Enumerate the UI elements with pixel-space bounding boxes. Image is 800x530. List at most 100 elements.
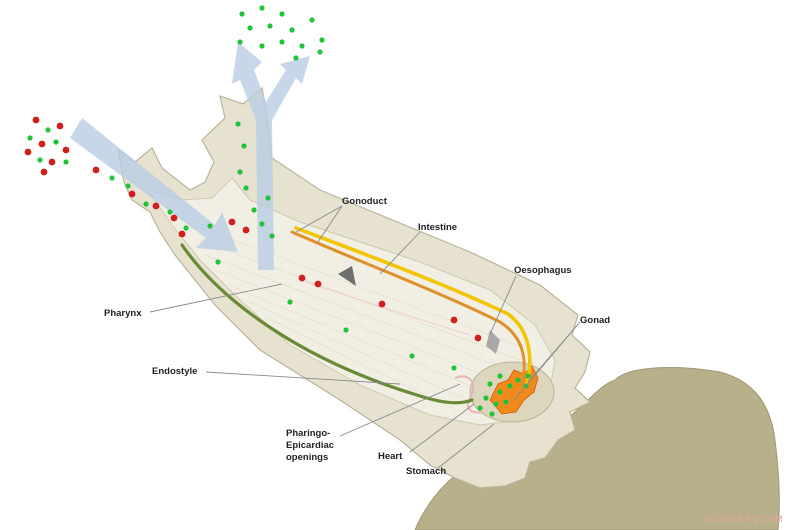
green-particle-65 (515, 377, 521, 383)
heart (454, 375, 483, 414)
endostyle (180, 243, 474, 405)
red-particle-33 (170, 214, 178, 222)
red-particle-46 (242, 226, 250, 234)
green-particle-53 (409, 353, 415, 359)
green-particle-59 (507, 383, 513, 389)
red-particle-25 (40, 168, 48, 176)
label-stomach: Stomach (406, 466, 446, 477)
green-particle-51 (343, 327, 349, 333)
label-pharingo-line1: Pharingo- (286, 428, 330, 439)
red-particle-21 (24, 148, 32, 156)
leader-lines (149, 205, 581, 469)
leader-pharingo (339, 383, 461, 437)
red-particle-16 (56, 122, 64, 130)
green-particle-50 (287, 299, 293, 305)
green-particle-15 (45, 127, 51, 133)
red-particle-48 (298, 274, 306, 282)
green-particle-13 (317, 49, 323, 55)
green-particle-11 (319, 37, 325, 43)
leader-heart (409, 403, 475, 453)
green-particle-42 (259, 221, 265, 227)
red-particle-49 (314, 280, 322, 288)
green-particle-27 (109, 175, 115, 181)
green-particle-32 (167, 209, 173, 215)
red-particle-20 (62, 146, 70, 154)
red-particle-23 (48, 158, 56, 166)
gonad (489, 365, 539, 415)
labels: Gonoduct Intestine Oesophagus Gonad Phar… (104, 196, 610, 477)
green-particle-7 (237, 39, 243, 45)
green-particle-63 (477, 405, 483, 411)
intestine (294, 226, 532, 388)
leader-stomach (437, 423, 495, 469)
pharyngeal-grid (194, 225, 526, 415)
red-particle-35 (178, 230, 186, 238)
green-particle-44 (265, 195, 271, 201)
green-particle-8 (259, 43, 265, 49)
red-particle-55 (474, 334, 482, 342)
green-particle-39 (237, 169, 243, 175)
green-particle-61 (493, 401, 499, 407)
oesophagus (338, 266, 356, 286)
green-particle-58 (497, 389, 503, 395)
green-particle-3 (247, 25, 253, 31)
label-heart: Heart (378, 451, 403, 462)
label-pharynx: Pharynx (104, 308, 142, 319)
leader-pharynx (149, 283, 283, 313)
leader-endostyle (205, 371, 401, 385)
green-particle-38 (241, 143, 247, 149)
label-oesophagus: Oesophagus (514, 265, 572, 276)
green-particle-64 (489, 411, 495, 417)
green-particle-9 (279, 39, 285, 45)
green-particle-36 (207, 223, 213, 229)
water-inflow-arrow (70, 118, 238, 252)
leader-gonad-2 (513, 321, 581, 401)
label-gonoduct: Gonoduct (342, 196, 388, 207)
leader-gonoduct (317, 205, 343, 243)
green-particle-2 (279, 11, 285, 17)
green-particle-47 (215, 259, 221, 265)
leader-intestine (379, 231, 421, 275)
green-particle-4 (267, 23, 273, 29)
gonoduct (290, 230, 526, 386)
pharingo-epicardiac-duct (299, 279, 471, 336)
green-particle-40 (243, 185, 249, 191)
green-particle-1 (259, 5, 265, 11)
red-particle-52 (378, 300, 386, 308)
green-particle-10 (299, 43, 305, 49)
red-particle-18 (38, 140, 46, 148)
red-particle-29 (128, 190, 136, 198)
green-particle-37 (235, 121, 241, 127)
red-particle-45 (228, 218, 236, 226)
green-particle-43 (269, 233, 275, 239)
green-particle-68 (497, 373, 503, 379)
leader-oesophagus (489, 275, 517, 335)
green-particle-0 (239, 11, 245, 17)
green-particle-19 (53, 139, 59, 145)
watermark: SCIENCE AQ.COM (704, 514, 783, 524)
green-particle-41 (251, 207, 257, 213)
green-particle-34 (183, 225, 189, 231)
green-particle-24 (63, 159, 69, 165)
green-particle-28 (125, 183, 131, 189)
green-particle-5 (289, 27, 295, 33)
green-particle-67 (525, 373, 531, 379)
green-particle-30 (143, 201, 149, 207)
green-particle-56 (451, 365, 457, 371)
label-gonad: Gonad (580, 315, 610, 326)
red-particle-54 (450, 316, 458, 324)
water-outflow-arrow (232, 42, 310, 270)
green-particle-60 (483, 395, 489, 401)
green-particle-22 (37, 157, 43, 163)
inner-body (146, 177, 556, 426)
green-particle-57 (487, 381, 493, 387)
green-particle-12 (293, 55, 299, 61)
green-particle-62 (503, 399, 509, 405)
label-pharingo-line2: Epicardiac (286, 440, 334, 451)
label-intestine: Intestine (418, 222, 457, 233)
red-particle-31 (152, 202, 160, 210)
red-particle-26 (92, 166, 100, 174)
oesophagus-duct (486, 330, 500, 354)
